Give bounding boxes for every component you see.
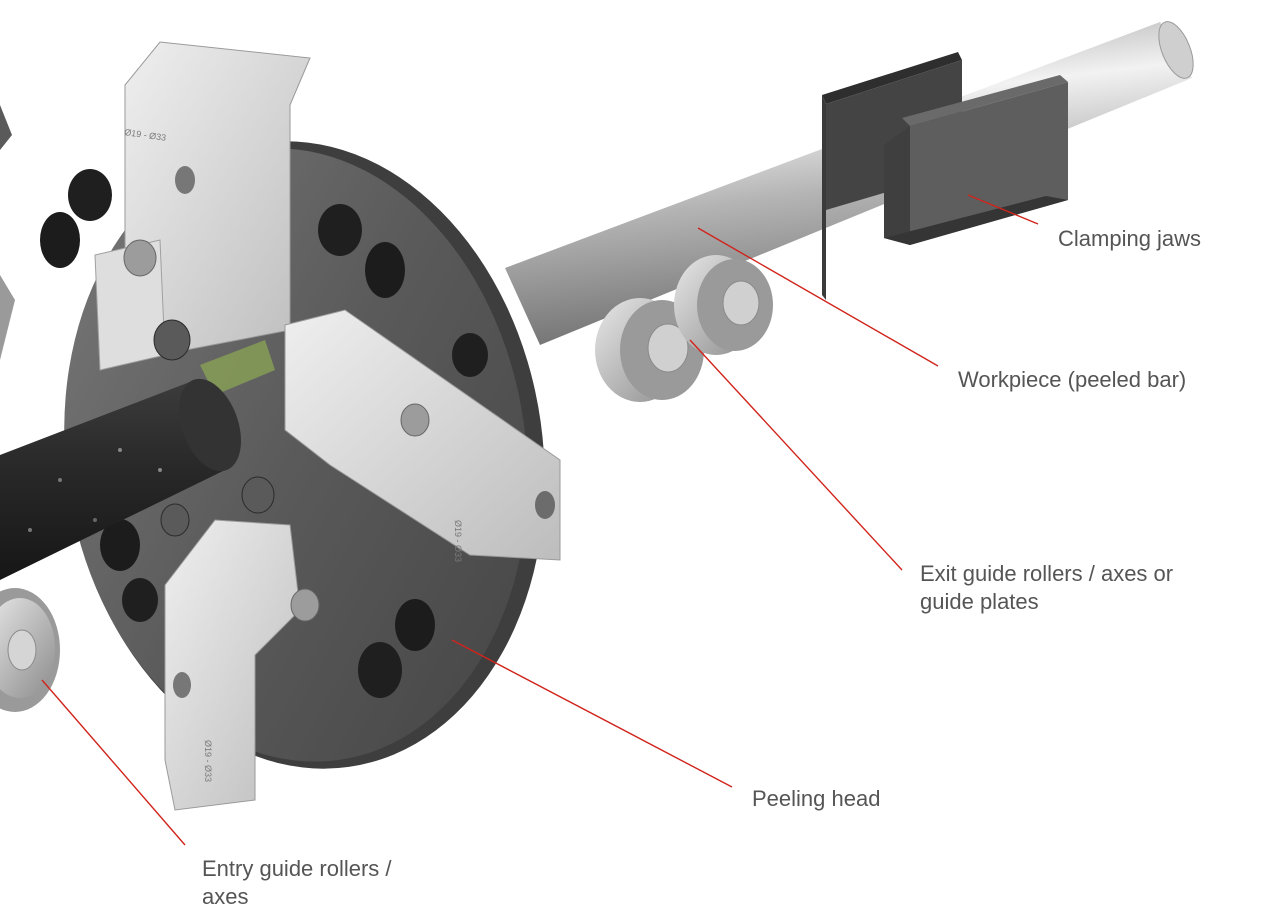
exit-guide-rollers: [595, 255, 773, 402]
label-entry-guide-line1: Entry guide rollers /: [202, 856, 392, 881]
label-exit-guide-line2: guide plates: [920, 589, 1039, 614]
label-exit-guide-line1: Exit guide rollers / axes or: [920, 561, 1174, 586]
label-peeling-head-text: Peeling head: [752, 786, 881, 811]
leader-lines: [41, 194, 1039, 846]
label-clamping-jaws: Clamping jaws: [1058, 225, 1201, 253]
label-clamping-jaws-text: Clamping jaws: [1058, 226, 1202, 251]
clamping-jaws: [822, 52, 1068, 300]
label-peeling-head: Peeling head: [752, 785, 880, 813]
label-entry-guide-line2: axes: [202, 884, 249, 909]
entry-guide-roller: [0, 105, 60, 712]
leader-clamping-jaws: [967, 194, 1039, 225]
label-entry-guide: Entry guide rollers / axes: [202, 855, 392, 911]
label-workpiece: Workpiece (peeled bar): [958, 366, 1186, 394]
label-workpiece-text: Workpiece (peeled bar): [958, 367, 1187, 392]
right-jaw-engraving: Ø19 - Ø33: [453, 520, 463, 562]
leader-peeling-head: [451, 639, 733, 788]
leader-entry-guide: [41, 679, 186, 846]
leader-workpiece: [697, 227, 939, 367]
bottom-jaw-engraving: Ø19 - Ø33: [203, 740, 213, 782]
leader-exit-guide: [689, 339, 903, 571]
tool-jaws: Ø19 - Ø33 Ø19 - Ø33 Ø19 - Ø33: [94, 41, 561, 811]
label-exit-guide: Exit guide rollers / axes or guide plate…: [920, 560, 1173, 616]
rough-bar: [0, 378, 242, 580]
